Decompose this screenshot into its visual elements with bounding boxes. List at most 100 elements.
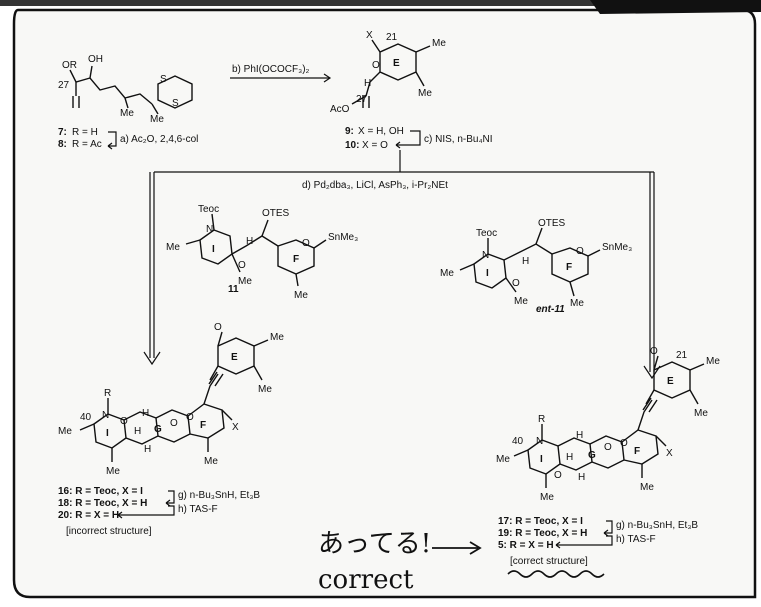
lactone-atom-H: H [364, 78, 371, 89]
lactone-ring-E: E [393, 58, 400, 69]
product-left-line-20: 20: R = X = H [58, 510, 119, 521]
product-left-H2: H [142, 408, 149, 419]
product-right-N: N [536, 436, 543, 447]
stannane-11-H: H [246, 236, 253, 247]
compound-10-number: 10: [345, 140, 359, 151]
stannane-ent11-Me1: Me [440, 268, 454, 279]
compound-10-x: X = O [362, 140, 388, 151]
stannane-11-label: 11 [228, 284, 239, 295]
product-left-caption: [incorrect structure] [66, 526, 152, 537]
product-right-Me5: Me [694, 408, 708, 419]
top-edge [0, 0, 761, 6]
stannane-ent11-O2: O [576, 246, 584, 257]
product-right-H3: H [578, 472, 585, 483]
product-left-ring-F: F [200, 420, 206, 431]
sm-atom-S1: S [160, 74, 167, 85]
product-right-O1: O [554, 470, 562, 481]
top-right-corner-mark [590, 0, 761, 14]
stannane-ent11-SnMe3: SnMe₃ [602, 242, 632, 253]
stannane-ent11-ring-I: I [486, 268, 489, 279]
lactone-atom-Me1: Me [432, 38, 446, 49]
stannane-11-SnMe3: SnMe₃ [328, 232, 358, 243]
stannane-ent11-Teoc: Teoc [476, 228, 497, 239]
product-left-H1: H [134, 426, 141, 437]
product-right-Me2: Me [540, 492, 554, 503]
stannane-11-Me2: Me [238, 276, 252, 287]
product-left-step-g: g) n-Bu₃SnH, Et₃B [178, 490, 260, 501]
step-a-bracket [108, 131, 117, 147]
compound-8-r: R = Ac [72, 139, 102, 150]
diol-dithiane [69, 65, 193, 115]
product-left-X: X [232, 422, 239, 433]
product-left-O4: O [214, 322, 222, 333]
step-c-bracket [396, 130, 421, 146]
product-left-R: R [104, 388, 111, 399]
product-right-Me3: Me [706, 356, 720, 367]
product-right-step-g: g) n-Bu₃SnH, Et₃B [616, 520, 698, 531]
product-left-Me2: Me [106, 466, 120, 477]
step-c-reagent: c) NIS, n-Bu₄NI [424, 134, 493, 145]
stannane-ent-11 [459, 227, 601, 297]
stannane-ent11-ring-F: F [566, 262, 572, 273]
step-b-reagent: b) PhI(OCOCF₃)₂ [232, 64, 310, 75]
product-right-ring-E: E [667, 376, 674, 387]
stannane-11-O1: O [238, 260, 246, 271]
stannane-11 [185, 213, 327, 287]
product-right-line-19: 19: R = Teoc, X = H [498, 528, 587, 539]
sm-atom-Me1: Me [120, 108, 134, 119]
step-d-reagent: d) Pd₂dba₃, LiCl, AsPh₃, i-Pr₂NEt [302, 180, 448, 191]
stannane-11-N: N [206, 224, 213, 235]
product-left-Me5: Me [258, 384, 272, 395]
product-right-ring-F: F [634, 446, 640, 457]
product-right-H1: H [566, 452, 573, 463]
stannane-11-O2: O [302, 238, 310, 249]
product-right-ring-G: G [588, 450, 596, 461]
product-right-step-h-bracket [556, 535, 613, 546]
product-left-ring-G: G [154, 424, 162, 435]
stannane-11-ring-I: I [212, 244, 215, 255]
product-right-40: 40 [512, 436, 524, 447]
product-right-O3: O [620, 438, 628, 449]
stannane-11-Me3: Me [294, 290, 308, 301]
compound-9-number: 9: [345, 126, 354, 137]
product-left-line-16: 16: R = Teoc, X = I [58, 486, 143, 497]
correct-underline-squiggle [507, 570, 605, 578]
stannane-ent11-Me2: Me [514, 296, 528, 307]
product-left-O1: O [120, 416, 128, 427]
product-right-ring-I: I [540, 454, 543, 465]
product-right-line-5: 5: R = X = H [498, 540, 554, 551]
product-right-X: X [666, 448, 673, 459]
product-right-H2: H [576, 430, 583, 441]
sm-atom-27: 27 [58, 80, 70, 91]
lactone-atom-O: O [372, 60, 380, 71]
stannane-11-OTES: OTES [262, 208, 290, 219]
product-left-Me4: Me [204, 456, 218, 467]
product-right-step-h: h) TAS-F [616, 534, 656, 545]
handwritten-note-correct: correct [318, 565, 414, 595]
product-right-step-g-bracket [604, 520, 613, 534]
product-left-step-h-bracket [118, 505, 175, 516]
product-left-line-18: 18: R = Teoc, X = H [58, 498, 147, 509]
lactone-atom-X: X [366, 30, 373, 41]
product-left-step-h: h) TAS-F [178, 504, 218, 515]
lactone-atom-27: 27 [356, 94, 368, 105]
sm-atom-OR: OR [62, 60, 77, 71]
product-right-line-17: 17: R = Teoc, X = I [498, 516, 583, 527]
lactone-E [351, 39, 431, 108]
product-right-Me1: Me [496, 454, 510, 465]
stannane-ent11-N: N [482, 250, 489, 261]
product-right-21: 21 [676, 350, 688, 361]
product-left-O3: O [186, 412, 194, 423]
step-d-right-arrow [649, 172, 655, 372]
compound-7-number: 7: [58, 127, 67, 138]
product-left-step-g-bracket [166, 490, 175, 504]
stannane-ent11-O1: O [512, 278, 520, 289]
product-right-caption: [correct structure] [510, 556, 588, 567]
compound-9-x: X = H, OH [358, 126, 404, 137]
panel-border [12, 8, 757, 599]
stannane-11-Teoc: Teoc [198, 204, 219, 215]
product-left-40: 40 [80, 412, 92, 423]
step-d-left-arrow [149, 172, 155, 358]
stannane-11-Me1: Me [166, 242, 180, 253]
